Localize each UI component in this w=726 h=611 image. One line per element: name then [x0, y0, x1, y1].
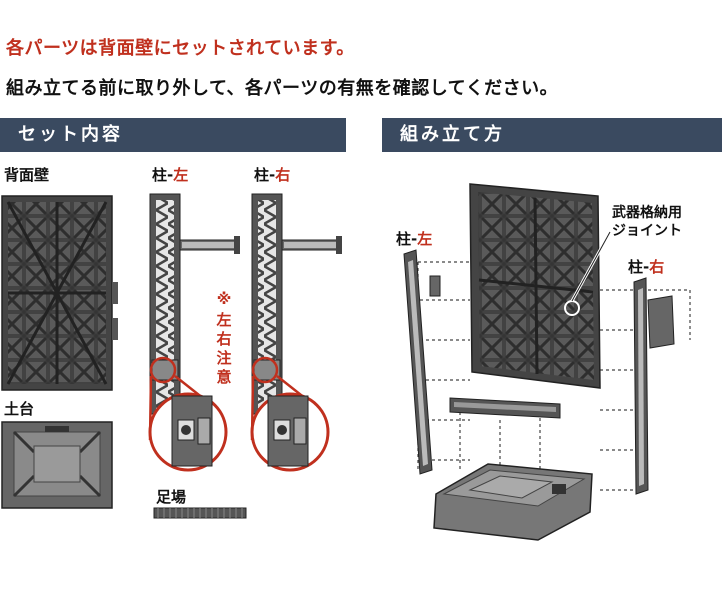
zoom-callout-right [250, 356, 330, 472]
assembly-pillar-left [403, 249, 441, 475]
section-title-assembly: 組み立て方 [400, 124, 505, 145]
pillar-prefix: 柱- [254, 166, 276, 184]
joint-label-line2: ジョイント [612, 223, 682, 239]
pillar-side-right: 右 [275, 166, 291, 184]
label-scaffold: 足場 [156, 488, 187, 506]
scaffold-illustration [153, 507, 247, 519]
assembly-back-wall [469, 183, 612, 389]
joint-label: 武器格納用 ジョイント [612, 204, 682, 240]
joint-label-line1: 武器格納用 [612, 205, 682, 221]
pillar-prefix: 柱- [628, 258, 650, 276]
section-bar-assembly: 組み立て方 [382, 118, 722, 152]
assembly-pillar-right [633, 277, 675, 495]
assembly-base [433, 463, 593, 541]
label-pillar-left: 柱-左 [152, 164, 188, 185]
back-wall-illustration [1, 195, 118, 391]
assembly-scaffold [449, 397, 561, 419]
assembly-label-pillar-left: 柱-左 [396, 228, 432, 249]
zoom-callout-left [148, 356, 228, 472]
caution-note: ※ 左右注意 [214, 290, 234, 387]
label-pillar-right: 柱-右 [254, 164, 290, 185]
pillar-prefix: 柱- [152, 166, 174, 184]
caution-text: 左右注意 [216, 311, 232, 386]
section-title-contents: セット内容 [18, 124, 123, 145]
assembly-label-pillar-right: 柱-右 [628, 256, 664, 277]
pillar-side-right: 右 [649, 258, 665, 276]
section-bar-contents: セット内容 [0, 118, 346, 152]
caution-mark: ※ [216, 290, 232, 308]
label-back-wall: 背面壁 [4, 166, 50, 184]
notice-line-2: 組み立てる前に取り外して、各パーツの有無を確認してください。 [6, 78, 559, 99]
pillar-prefix: 柱- [396, 230, 418, 248]
base-illustration [1, 421, 113, 509]
notice-line-1: 各パーツは背面壁にセットされています。 [6, 38, 355, 59]
pillar-side-left: 左 [417, 230, 433, 248]
label-base: 土台 [4, 400, 35, 418]
pillar-side-left: 左 [173, 166, 189, 184]
